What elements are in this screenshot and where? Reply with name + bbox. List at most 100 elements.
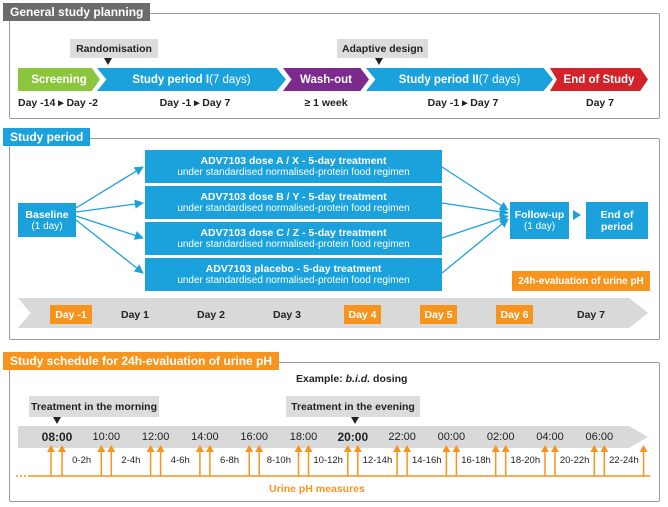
measure-arrow-icon (393, 445, 402, 452)
measure-arrow-icon (452, 445, 461, 452)
arrow-c-to-followup (441, 214, 509, 239)
arrow-baseline-to-b (75, 199, 144, 213)
hour-label: 00:00 (437, 431, 466, 443)
day-4: Day 4 (344, 305, 381, 324)
day-5: Day 5 (420, 305, 457, 324)
range-label: 22-24h (609, 455, 639, 466)
measure-arrow-icon (58, 445, 66, 452)
phase-study-period-2: Study period II (7 days) (366, 68, 553, 91)
range-label: 12-14h (362, 455, 393, 466)
measure-arrow-icon (255, 445, 264, 452)
section-title-general: General study planning (3, 3, 151, 21)
day-1: Day 1 (120, 309, 150, 321)
arrow-placebo-to-followup (441, 218, 509, 274)
end-day-label: Day 7 (585, 97, 615, 109)
day-7: Day 7 (576, 309, 606, 321)
range-label: 14-16h (411, 455, 442, 466)
measure-arrow-icon (551, 445, 559, 452)
hour-label: 22:00 (388, 431, 416, 443)
measure-arrow-icon (343, 445, 352, 452)
screening-days-label: Day -14 ▸ Day -2 (18, 97, 98, 109)
arrow-a-to-followup (441, 166, 509, 211)
period1-days-label: Day -1 ▸ Day 7 (159, 97, 231, 109)
measure-arrow-icon (146, 445, 155, 452)
study-period-arrows (75, 166, 581, 274)
arrow-b-to-followup (441, 202, 509, 217)
period2-days-label: Day -1 ▸ Day 7 (427, 97, 499, 109)
range-label: 18-20h (510, 455, 541, 466)
measure-arrow-icon (245, 445, 254, 452)
phase-wash-out: Wash-out (283, 68, 369, 91)
measure-arrow-icon (600, 445, 609, 452)
day-3: Day 3 (272, 309, 302, 321)
measure-arrow-icon (442, 445, 451, 452)
washout-duration-label: ≥ 1 week (304, 97, 348, 109)
measure-arrow-icon (491, 445, 500, 452)
measure-arrow-icon (294, 445, 303, 452)
morning-marker-icon (53, 417, 61, 424)
hour-label: 08:00 (41, 430, 73, 444)
hour-label: 16:00 (240, 431, 268, 443)
range-label: 8-10h (266, 455, 291, 466)
measure-arrow-icon (156, 445, 165, 452)
measure-arrow-icon (541, 445, 549, 452)
phase-screening: Screening (18, 68, 100, 91)
day-timeline-band (18, 298, 648, 328)
measure-arrow-icon (47, 445, 55, 452)
measure-arrow-icon (97, 445, 106, 452)
range-label: 6-8h (220, 455, 240, 466)
arrow-baseline-to-c (75, 215, 144, 240)
morning-treatment-label: Treatment in the morning (29, 396, 159, 417)
hour-label: 02:00 (486, 431, 515, 443)
dosing-example-label: Example: b.i.d. dosing (296, 373, 408, 385)
hour-label: 12:00 (141, 431, 170, 443)
general-planning-panel (9, 13, 660, 119)
urine-measure-arrows (16, 445, 652, 477)
evening-treatment-label: Treatment in the evening (286, 396, 420, 417)
range-label: 16-18h (461, 455, 491, 466)
measure-arrow-icon (107, 445, 116, 452)
measure-arrow-icon (205, 445, 214, 452)
randomisation-marker-icon (104, 58, 112, 65)
phase-study-period-1: Study period I (7 days) (97, 68, 286, 91)
day-minus1: Day -1 (50, 305, 92, 324)
adaptive-design-label: Adaptive design (337, 39, 428, 58)
urine-measures-label: Urine pH measures (269, 483, 365, 495)
end-of-period-box: End of period (586, 202, 648, 239)
urine-evaluation-label: 24h-evaluation of urine pH (512, 271, 650, 291)
day-6: Day 6 (496, 305, 533, 324)
section-title-study-period: Study period (3, 128, 91, 146)
measure-arrow-icon (304, 445, 313, 452)
range-label: 2-4h (121, 455, 141, 466)
arrow-baseline-to-placebo (75, 219, 144, 274)
measure-arrow-icon (195, 445, 204, 452)
range-label: 4-6h (170, 455, 190, 466)
range-label: 10-12h (313, 455, 343, 466)
baseline-box: Baseline(1 day) (18, 203, 76, 237)
hour-label: 14:00 (191, 431, 219, 443)
hour-timeline-band (18, 426, 648, 448)
arrow-baseline-to-a (75, 166, 144, 209)
hour-label: 20:00 (337, 430, 369, 444)
hour-label: 04:00 (536, 431, 564, 443)
section-title-schedule: Study schedule for 24h-evaluation of uri… (3, 352, 280, 370)
evening-marker-icon (351, 417, 359, 424)
randomisation-label: Randomisation (70, 39, 158, 58)
adaptive-design-marker-icon (375, 58, 383, 65)
range-label: 20-22h (559, 455, 590, 466)
followup-box: Follow-up(1 day) (510, 202, 569, 239)
measure-arrow-icon (639, 445, 648, 452)
measure-arrow-icon (501, 445, 510, 452)
range-label: 0-2h (72, 455, 92, 466)
measure-arrow-icon (353, 445, 362, 452)
hour-label: 06:00 (585, 431, 614, 443)
phase-end-of-study: End of Study (550, 68, 648, 91)
hour-label: 10:00 (92, 431, 121, 443)
day-2: Day 2 (196, 309, 226, 321)
followup-to-end-arrow-icon (573, 210, 581, 220)
measure-arrow-icon (403, 445, 412, 452)
